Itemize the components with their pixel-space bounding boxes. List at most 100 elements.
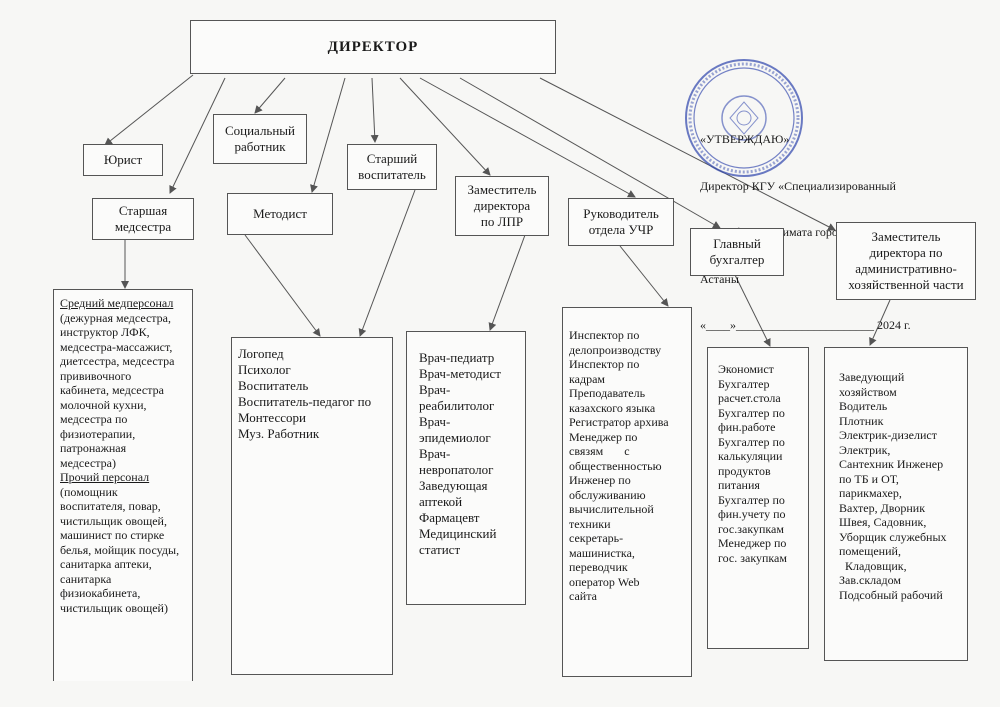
list-item: Медицинский: [419, 526, 497, 541]
list-item: общественностью: [569, 458, 662, 473]
director-box: ДИРЕКТОР: [190, 20, 556, 74]
head-uchr-label: отдела УЧР: [588, 222, 654, 237]
list-item: воспитателя, повар,: [60, 499, 161, 513]
list-item: машинистка,: [569, 545, 635, 560]
list-item: кабинета, медсестра: [60, 383, 164, 397]
list-item: Электрик-дизелист: [839, 428, 937, 442]
list-item: Врач-методист: [419, 366, 501, 381]
seal-stamp-icon: [685, 59, 803, 177]
list-item: Преподаватель: [569, 386, 646, 400]
list-item: аптекой: [419, 494, 463, 509]
list-item: медсестра по: [60, 412, 128, 426]
line-to-deputy-lpr: [399, 77, 491, 176]
list-item: Бухгалтер по: [718, 434, 785, 449]
deputy-lpr-label: по ЛПР: [480, 214, 524, 229]
doctors-list: Врач-педиатр Врач-методист Врач- реабили…: [406, 331, 526, 605]
list-item: переводчик: [569, 560, 628, 574]
list-item: инструктор ЛФК,: [60, 325, 150, 339]
head-nurse-label: Старшая: [118, 203, 168, 218]
list-item: Зав.складом: [839, 573, 901, 587]
medical-staff-list: Средний медперсонал (дежурная медсестра,…: [53, 289, 193, 681]
social-worker-box: Социальный работник: [213, 114, 307, 164]
deputy-ahch-label: Заместитель: [871, 229, 941, 244]
list-item: санитарка аптеки,: [60, 557, 152, 571]
list-item: казахского языка: [569, 400, 656, 415]
list-item: гос. закупкам: [718, 550, 787, 565]
list-item: фин.учету по: [718, 507, 786, 521]
deputy-ahch-label: директора по: [869, 245, 943, 260]
social-worker-label: Социальный: [224, 123, 296, 138]
list-item: Логопед: [238, 346, 284, 361]
list-item: Кладовщик,: [839, 558, 907, 573]
list-item: Врач-педиатр: [419, 350, 495, 365]
pedagogical-staff-list: Логопед Психолог Воспитатель Воспитатель…: [231, 337, 393, 675]
director-label: ДИРЕКТОР: [327, 38, 419, 55]
line-to-head-uchr: [419, 77, 636, 198]
list-item: машинист по стирке: [60, 528, 165, 542]
methodist-box: Методист: [227, 193, 333, 235]
head-uchr-label: Руководитель: [583, 206, 659, 221]
list-item: реабилитолог: [419, 398, 495, 413]
list-heading: Прочий персонал: [60, 470, 150, 484]
list-item: секретарь-: [569, 531, 624, 545]
list-item: Экономист: [718, 362, 774, 376]
senior-educator-label: воспитатель: [358, 167, 426, 182]
list-item: калькуляции: [718, 449, 783, 463]
list-item: помещений,: [839, 544, 901, 558]
list-item: прививочного: [60, 368, 132, 383]
list-item: Врач-: [419, 382, 451, 397]
list-item: Вахтер, Дворник: [839, 500, 926, 515]
senior-educator-box: Старший воспитатель: [347, 144, 437, 190]
list-item: Заведующая: [419, 478, 488, 493]
list-item: расчет.стола: [718, 391, 781, 405]
list-item: Электрик,: [839, 442, 891, 457]
line-to-deputy-ahch: [539, 77, 836, 231]
deputy-ahch-box: Заместитель директора по административно…: [836, 222, 976, 300]
list-item: Подсобный рабочий: [839, 587, 943, 602]
list-item: статист: [419, 542, 461, 557]
lawyer-label: Юрист: [103, 152, 143, 167]
list-item: вычислительной: [569, 502, 654, 516]
list-item: Сантехник Инженер: [839, 457, 944, 471]
list-item: Менеджер по: [718, 536, 787, 550]
list-item: Бухгалтер: [718, 376, 770, 391]
list-item: санитарка: [60, 571, 112, 586]
list-item: хозяйством: [839, 384, 897, 399]
list-item: кадрам: [569, 371, 605, 386]
list-item: Врач-: [419, 446, 451, 461]
approval-line: «УТВЕРЖДАЮ»: [700, 132, 790, 146]
list-item: Фармацевт: [419, 510, 480, 525]
chief-accountant-label: Главный: [713, 236, 761, 251]
line-to-social-worker: [254, 77, 286, 114]
line-methodist-to-ped: [244, 234, 321, 337]
list-item: фин.работе: [718, 420, 776, 434]
list-item: Плотник: [839, 413, 884, 428]
household-staff-list: Заведующий хозяйством Водитель Плотник Э…: [824, 347, 968, 661]
line-to-lawyer: [104, 74, 194, 146]
list-item: физиокабинета,: [60, 586, 141, 600]
line-to-doctors: [488, 234, 526, 331]
list-item: Инспектор по: [569, 357, 640, 371]
line-to-hr: [619, 245, 669, 307]
head-nurse-label: медсестра: [114, 219, 172, 234]
senior-educator-label: Старший: [366, 151, 418, 166]
list-item: белья, мойщик посуды,: [60, 542, 180, 557]
list-item: Бухгалтер по: [718, 492, 785, 507]
list-item: техники: [569, 516, 611, 531]
list-item: Заведующий: [839, 370, 905, 384]
list-item: эпидемиолог: [419, 430, 491, 445]
list-item: Воспитатель: [238, 378, 309, 393]
list-item: молочной кухни,: [60, 397, 147, 412]
head-uchr-box: Руководитель отдела УЧР: [568, 198, 674, 246]
deputy-lpr-label: Заместитель: [467, 182, 537, 197]
list-item: чистильщик овощей): [60, 600, 168, 615]
list-item: невропатолог: [419, 462, 494, 477]
list-item: физиотерапии,: [60, 426, 136, 441]
list-item: Психолог: [238, 362, 291, 377]
hr-staff-list: Инспектор по делопроизводству Инспектор …: [562, 307, 692, 677]
line-to-methodist: [310, 77, 346, 193]
list-item: продуктов: [718, 463, 771, 478]
list-item: сайта: [569, 589, 597, 603]
approval-line: «____»_______________________ 2024 г.: [700, 318, 911, 332]
line-to-head-nurse: [169, 77, 226, 194]
